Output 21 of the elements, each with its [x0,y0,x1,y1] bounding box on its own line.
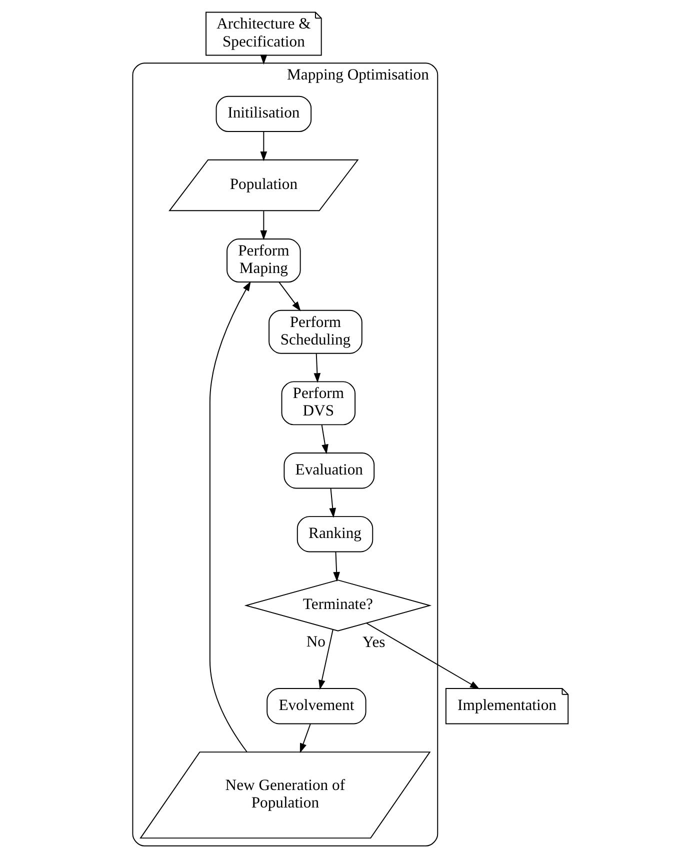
node-box: Perform Scheduling [268,310,362,354]
node-box: Ranking [296,516,374,552]
node-box: Evaluation [284,452,375,489]
arrow [260,210,268,240]
arrow [278,282,301,312]
node-box: Initilisation [216,96,312,132]
arrow [333,551,340,582]
arrow [321,424,328,454]
node-diamond: Terminate? [244,580,432,632]
node-box: Perform DVS [281,381,356,426]
arrow [314,353,321,383]
edge-label: No [306,633,326,650]
arrow [318,629,334,690]
arrow [300,723,311,754]
edge-label: Yes [362,634,386,652]
arrow [260,131,268,162]
arrow [329,488,336,518]
arrow [366,622,480,690]
node-box: Perform Maping [226,238,301,282]
node-box: Evolvement [266,688,366,724]
arrow [209,281,251,752]
